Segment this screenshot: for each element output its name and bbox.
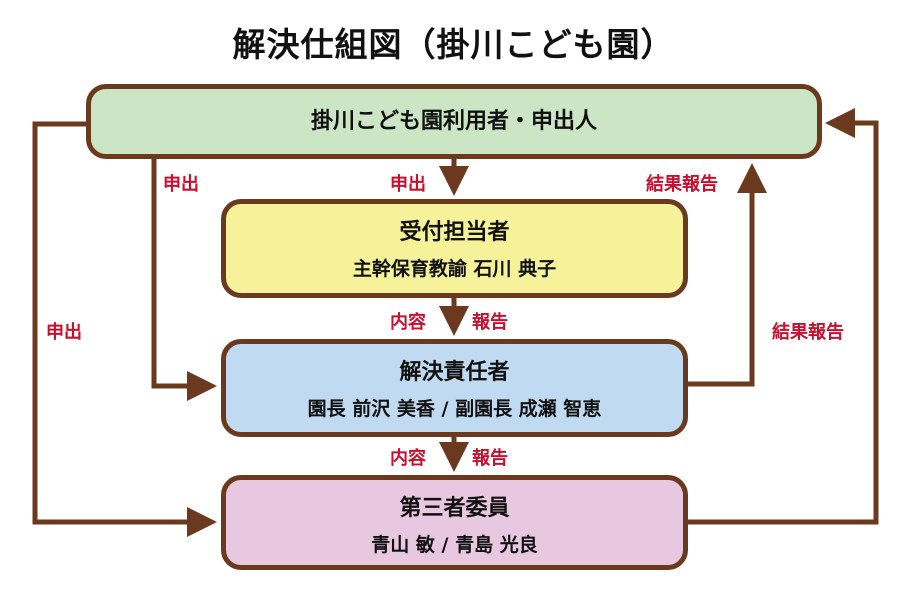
- edge-third-party-to-users: [688, 108, 879, 525]
- node-resolver: 解決責任者 園長 前沢 美香 / 副園長 成瀬 智恵: [221, 339, 688, 437]
- node-resolver-members: 園長 前沢 美香 / 副園長 成瀬 智恵: [307, 398, 602, 420]
- node-third-party: 第三者委員 青山 敏 / 青島 光良: [221, 475, 688, 570]
- node-reception-title: 受付担当者: [399, 220, 510, 245]
- node-users: 掛川こども園利用者・申出人: [86, 84, 822, 159]
- label-reception-to-resolver-left: 内容: [390, 312, 426, 333]
- node-reception: 受付担当者 主幹保育教諭 石川 典子: [221, 199, 688, 298]
- label-resolver-to-users: 結果報告: [646, 174, 718, 195]
- label-third-party-to-users: 結果報告: [772, 322, 844, 343]
- label-resolver-to-third-party-left: 内容: [390, 448, 426, 469]
- node-reception-members: 主幹保育教諭 石川 典子: [352, 258, 557, 280]
- label-users-to-resolver: 申出: [163, 174, 199, 195]
- edge-users-to-third-party: [32, 121, 217, 537]
- edge-users-to-resolver: [151, 159, 217, 401]
- diagram-title: 解決仕組図（掛川こども園）: [232, 25, 675, 64]
- label-resolver-to-third-party-right: 報告: [472, 448, 508, 469]
- node-users-title: 掛川こども園利用者・申出人: [310, 109, 597, 134]
- node-third-party-members: 青山 敏 / 青島 光良: [371, 534, 538, 556]
- edge-resolver-to-users: [688, 163, 767, 387]
- node-resolver-title: 解決責任者: [399, 360, 510, 385]
- label-reception-to-resolver-right: 報告: [472, 312, 508, 333]
- node-third-party-title: 第三者委員: [399, 496, 510, 521]
- label-users-to-reception: 申出: [390, 174, 426, 195]
- label-users-to-third-party: 申出: [46, 322, 82, 343]
